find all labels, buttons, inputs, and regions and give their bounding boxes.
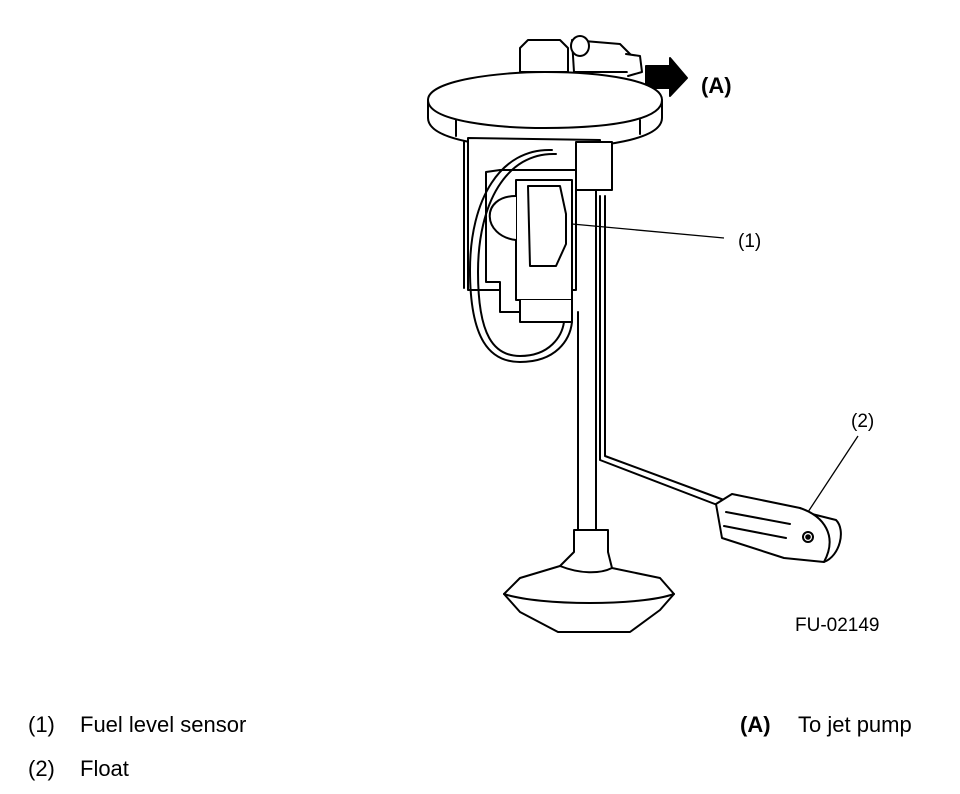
callout-a: (A)	[701, 73, 732, 98]
legend-label: Fuel level sensor	[80, 712, 247, 737]
bottom-filter	[503, 529, 675, 633]
float	[715, 493, 842, 563]
guide-rod	[577, 189, 597, 533]
outlet-connector	[519, 35, 643, 77]
legend-item-1: (1) Fuel level sensor	[28, 712, 246, 738]
legend-label: To jet pump	[798, 712, 912, 737]
leader-lines	[571, 223, 859, 513]
legend-number: (1)	[28, 712, 55, 737]
legend-number: (2)	[28, 756, 55, 781]
legend-label: Float	[80, 756, 129, 781]
legend-number: (A)	[740, 712, 771, 737]
wiring	[469, 148, 573, 363]
fuel-pump-diagram: (A) (1) (2) FU-02149	[427, 35, 880, 636]
callout-2: (2)	[851, 411, 874, 432]
float-arm	[599, 195, 725, 507]
callout-1: (1)	[738, 231, 761, 252]
flange-plate	[427, 71, 663, 149]
legend-item-a: (A) To jet pump	[740, 712, 912, 738]
fuel-level-sensor	[488, 141, 613, 323]
legend-item-2: (2) Float	[28, 756, 129, 782]
figure-code: FU-02149	[795, 615, 880, 636]
